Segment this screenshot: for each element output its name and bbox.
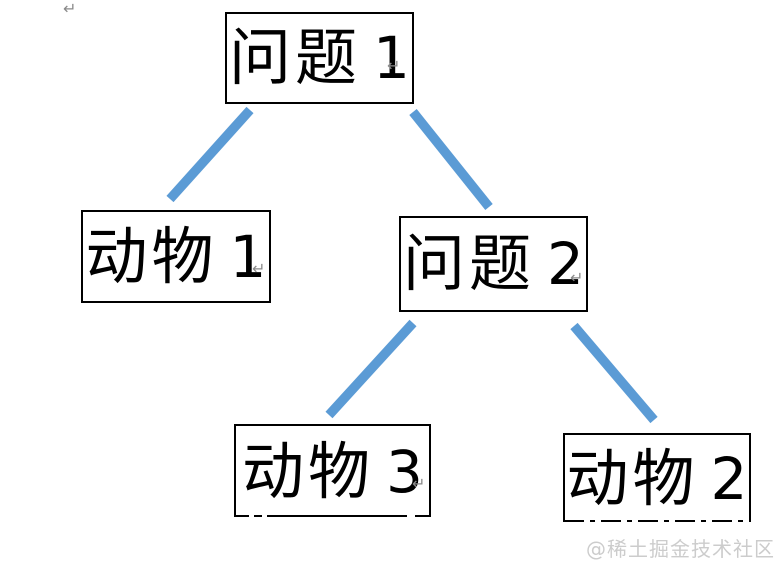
node-question-2-label: 问题: [403, 227, 536, 300]
paragraph-return-icon: ↵: [387, 56, 401, 75]
paragraph-return-icon: ↵: [63, 0, 77, 18]
node-animal-3-label: 动物: [242, 434, 375, 508]
paragraph-return-icon: ↵: [252, 259, 266, 278]
node-animal-1-number: 1: [229, 222, 267, 291]
connector-question2-animal2[interactable]: [570, 322, 658, 424]
node-animal-1-label: 动物: [85, 219, 218, 293]
paragraph-return-icon: ↵: [412, 474, 426, 493]
connector-question2-animal3[interactable]: [325, 319, 417, 419]
node-animal-2-label: 动物: [566, 441, 699, 515]
node-animal-1[interactable]: 动物 1: [81, 210, 271, 303]
node-animal-2-number: 2: [710, 444, 748, 513]
connector-question1-animal1[interactable]: [166, 106, 254, 203]
node-animal-2[interactable]: 动物 2: [563, 433, 751, 522]
paragraph-return-icon: ↵: [570, 268, 584, 287]
watermark-text: @稀土掘金技术社区: [586, 537, 775, 561]
node-animal-3-number: 3: [386, 437, 423, 506]
node-question-1-label: 问题: [229, 21, 362, 94]
node-animal-3[interactable]: 动物 3: [234, 424, 431, 517]
node-question-1[interactable]: 问题 1: [225, 12, 414, 104]
node-question-1-number: 1: [373, 24, 410, 92]
node-question-2-number: 2: [547, 230, 584, 298]
node-question-2[interactable]: 问题 2: [399, 216, 588, 312]
connector-question1-question2[interactable]: [409, 109, 493, 210]
